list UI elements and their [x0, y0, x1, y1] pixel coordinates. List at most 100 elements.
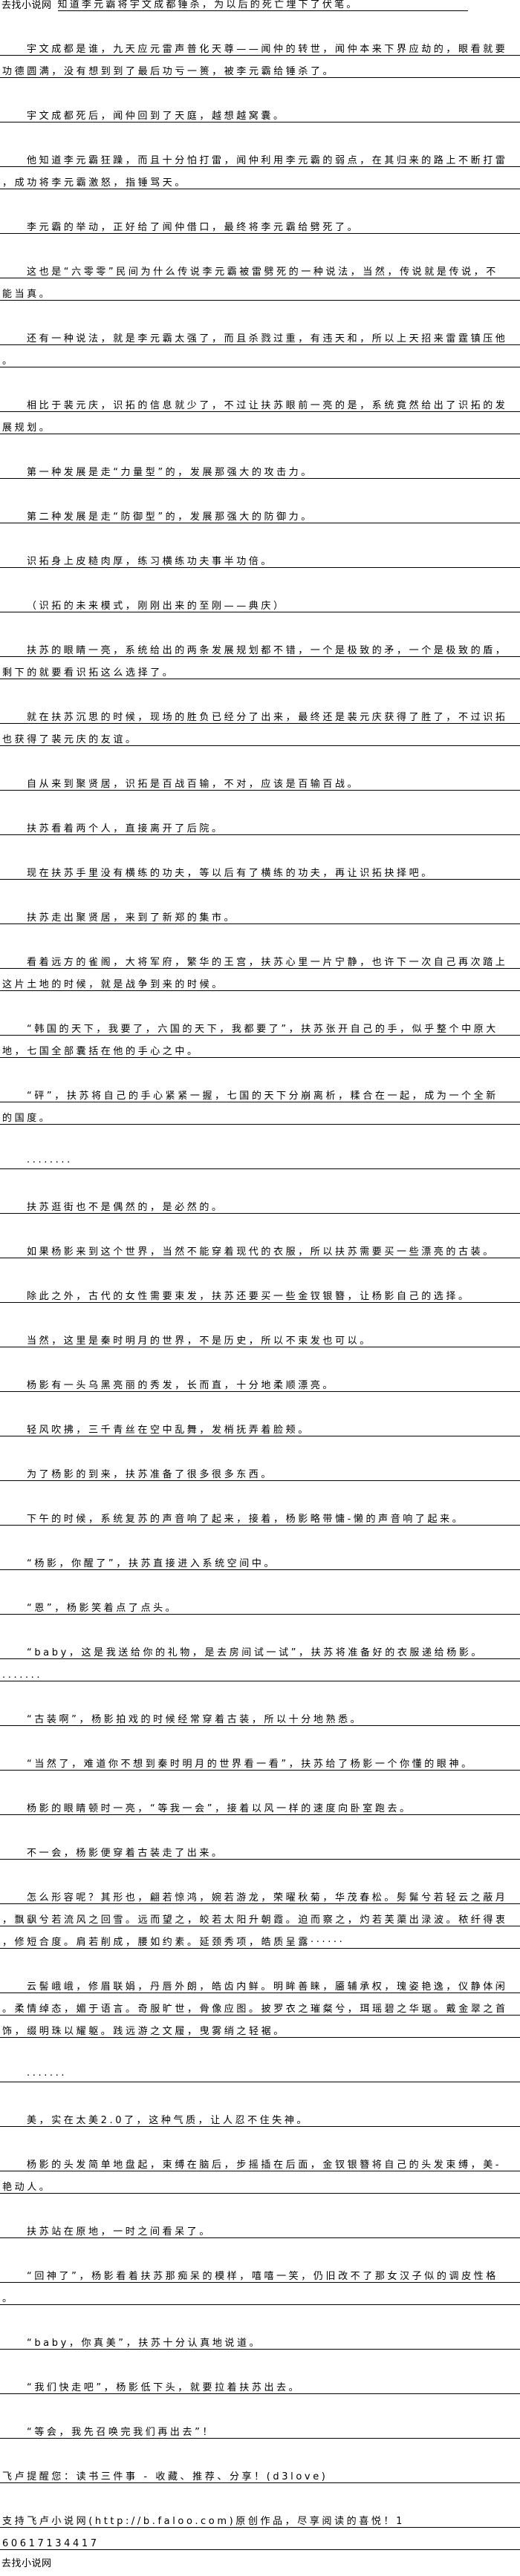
text-line: 识拓身上皮糙肉厚，练习横练功夫事半功倍。	[0, 546, 520, 568]
text-line: 支持飞卢小说网(http://b.faloo.com)原创作品，尽享阅读的喜悦！…	[0, 2505, 520, 2528]
text-line: 这片土地的时候，就是战争到来的时候。	[0, 969, 520, 991]
paragraph: 宇文成都是谁，九天应元雷声普化天尊——闻仲的转世，闻仲本来下界应劫的，眼看就要功…	[0, 33, 520, 78]
paragraph: “古装啊”，杨影拍戏的时候经常穿着古装，所以十分地熟悉。	[0, 1704, 520, 1726]
paragraph: 扶苏走出聚贤居，来到了新郑的集市。	[0, 902, 520, 924]
paragraph: 美，实在太美2.0了，这种气质，让人忍不住失神。	[0, 2105, 520, 2127]
paragraph: 如果杨影来到这个世界，当然不能穿着现代的衣服，所以扶苏需要买一些漂亮的古装。	[0, 1236, 520, 1258]
text-line: 扶苏看着两个人，直接离开了后院。	[0, 813, 520, 835]
text-line: ，飘飖兮若流风之回雪。远而望之，皎若太阳升朝霞。迫而察之，灼若芙蕖出渌波。秾纤得…	[0, 1904, 520, 1926]
paragraph: ········	[0, 1147, 520, 1169]
paragraph: 他知道李元霸狂躁，而且十分怕打雷，闻仲利用李元霸的弱点，在其归来的路上不断打雷，…	[0, 145, 520, 189]
paragraph: 第二种发展是走“防御型”的，发展那强大的防御力。	[0, 501, 520, 523]
text-line: 60617134417	[0, 2528, 520, 2550]
text-line: 当然，这里是秦时明月的世界，不是历史，所以不束发也可以。	[0, 1325, 520, 1347]
paragraph: 扶苏的眼睛一亮，系统给出的两条发展规划都不错，一个是极致的矛，一个是极致的盾，剩…	[0, 635, 520, 679]
text-line: “我们快走吧”，杨影低下头，就要拉着扶苏出去。	[0, 2372, 520, 2394]
paragraph: 就在扶苏沉思的时候，现场的胜负已经分了出来，最终还是裴元庆获得了胜了，不过识拓也…	[0, 702, 520, 746]
text-line: ，成功将李元霸激怒，指锤骂天。	[0, 167, 520, 189]
text-line: 下午的时候，系统复苏的声音响了起来，接着，杨影略带慵-懒的声音响了起来。	[0, 1503, 520, 1526]
paragraph: “韩国的天下，我要了，六国的天下，我都要了”，扶苏张开自己的手，似乎整个中原大地…	[0, 1013, 520, 1058]
text-line: 宇文成都死后，闻仲回到了天庭，越想越窝囊。	[0, 100, 520, 122]
paragraph: 李元霸的举动，正好给了闻仲借口，最终将李元霸给劈死了。	[0, 212, 520, 234]
text-line: 。	[0, 2283, 520, 2305]
text-line: “等会，我先召唤完我们再出去”！	[0, 2416, 520, 2439]
text-line: 美，实在太美2.0了，这种气质，让人忍不住失神。	[0, 2105, 520, 2127]
text-line: 。柔情绰态，媚于语言。奇服旷世，骨像应图。披罗衣之璀粲兮，珥瑶碧之华琚。戴金翠之…	[0, 1993, 520, 2016]
text-line: 云髻峨峨，修眉联娟，丹唇外朗，皓齿内鲜。明眸善睐，靥辅承权，瑰姿艳逸，仪静体闲	[0, 1971, 520, 1993]
text-line: 宇文成都是谁，九天应元雷声普化天尊——闻仲的转世，闻仲本来下界应劫的，眼看就要	[0, 33, 520, 56]
text-line: “杨影，你醒了”，扶苏直接进入系统空间中。	[0, 1548, 520, 1570]
text-line: 他知道李元霸狂躁，而且十分怕打雷，闻仲利用李元霸的弱点，在其归来的路上不断打雷	[0, 145, 520, 167]
text-line: 为了杨影的到来，扶苏准备了很多很多东西。	[0, 1459, 520, 1481]
paragraph: “等会，我先召唤完我们再出去”！	[0, 2416, 520, 2439]
paragraph: ·······	[0, 2060, 520, 2082]
text-line: 杨影的眼睛顿时一亮，“等我一会”，接着以风一样的速度向卧室跑去。	[0, 1793, 520, 1815]
text-line: 扶苏走出聚贤居，来到了新郑的集市。	[0, 902, 520, 924]
text-line: “baby，你真美”，扶苏十分认真地说道。	[0, 2327, 520, 2350]
text-line: 能当真。	[0, 278, 520, 301]
text-line: 除此之外，古代的女性需要束发，扶苏还要买一些金钗银簪，让杨影自己的选择。	[0, 1281, 520, 1303]
paragraph: 不一会，杨影便穿着古装走了出来。	[0, 1837, 520, 1860]
text-line: 相比于裴元庆，识拓的信息就少了，不过让扶苏眼前一亮的是，系统竟然给出了识拓的发	[0, 390, 520, 412]
chapter-cut-line: 知道李元霸将宇文成都锤杀，为以后的死亡埋下了伏笔。	[57, 0, 468, 11]
text-line: 扶苏站在原地，一时之间看呆了。	[0, 2216, 520, 2238]
paragraph: 除此之外，古代的女性需要束发，扶苏还要买一些金钗银簪，让杨影自己的选择。	[0, 1281, 520, 1303]
paragraph: “杨影，你醒了”，扶苏直接进入系统空间中。	[0, 1548, 520, 1570]
text-line: 扶苏的眼睛一亮，系统给出的两条发展规划都不错，一个是极致的矛，一个是极致的盾，	[0, 635, 520, 657]
text-line: 杨影的头发简单地盘起，束缚在脑后，步摇插在后面，金钗银簪将自己的头发束缚，美-	[0, 2149, 520, 2171]
paragraph: 宇文成都死后，闻仲回到了天庭，越想越窝囊。	[0, 100, 520, 122]
text-line: 这也是“六零零”民间为什么传说李元霸被雷劈死的一种说法，当然，传说就是传说，不	[0, 256, 520, 278]
text-line: 杨影有一头乌黑亮丽的秀发，长而直，十分地柔顺漂亮。	[0, 1370, 520, 1392]
text-line: 第二种发展是走“防御型”的，发展那强大的防御力。	[0, 501, 520, 523]
page-header: 去找小说网 知道李元霸将宇文成都锤杀，为以后的死亡埋下了伏笔。	[1, 0, 468, 11]
text-line: 怎么形容呢？其形也，翩若惊鸿，婉若游龙，荣曜秋菊，华茂春松。髣髴兮若轻云之蔽月	[0, 1882, 520, 1904]
text-line: “古装啊”，杨影拍戏的时候经常穿着古装，所以十分地熟悉。	[0, 1704, 520, 1726]
text-line: “恩”，杨影笑着点了点头。	[0, 1592, 520, 1615]
text-line: 饰，缀明珠以耀躯。践远游之文履，曳雾绡之轻裾。	[0, 2016, 520, 2038]
text-line: 的国度。	[0, 1102, 520, 1125]
paragraph: 杨影有一头乌黑亮丽的秀发，长而直，十分地柔顺漂亮。	[0, 1370, 520, 1392]
paragraph: 看着远方的雀阁，大将军府，繁华的王宫，扶苏心里一片宁静，也许下一次自己再次踏上这…	[0, 947, 520, 991]
text-line: “当然了，难道你不想到秦时明月的世界看一看”，扶苏给了杨影一个你懂的眼神。	[0, 1748, 520, 1771]
paragraph: 自从来到聚贤居，识拓是百战百输，不对，应该是百输百战。	[0, 768, 520, 791]
paragraph: 识拓身上皮糙肉厚，练习横练功夫事半功倍。	[0, 546, 520, 568]
paragraph: 怎么形容呢？其形也，翩若惊鸿，婉若游龙，荣曜秋菊，华茂春松。髣髴兮若轻云之蔽月，…	[0, 1882, 520, 1949]
text-line: .......	[0, 1659, 520, 1681]
paragraph: 当然，这里是秦时明月的世界，不是历史，所以不束发也可以。	[0, 1325, 520, 1347]
text-line: 轻风吹拂，三千青丝在空中乱舞，发梢抚弄着脸颊。	[0, 1414, 520, 1436]
text-line: ·······	[0, 2060, 520, 2082]
text-line: 也获得了裴元庆的友谊。	[0, 724, 520, 746]
paragraph: “我们快走吧”，杨影低下头，就要拉着扶苏出去。	[0, 2372, 520, 2394]
text-line: 如果杨影来到这个世界，当然不能穿着现代的衣服，所以扶苏需要买一些漂亮的古装。	[0, 1236, 520, 1258]
paragraph: 飞卢提醒您：读书三件事 - 收藏、推荐、分享！(d3love)	[0, 2461, 520, 2483]
text-line: ········	[0, 1147, 520, 1169]
text-line: 艳动人。	[0, 2171, 520, 2194]
paragraph: 还有一种说法，就是李元霸太强了，而且杀戮过重，有违天和，所以上天招来雷霆镇压他。	[0, 323, 520, 367]
text-line: （识拓的未来模式，刚刚出来的至刚——典庆）	[0, 590, 520, 612]
paragraph: 这也是“六零零”民间为什么传说李元霸被雷劈死的一种说法，当然，传说就是传说，不能…	[0, 256, 520, 301]
text-line: 功德圆满，没有想到到了最后功亏一篑，被李元霸给锤杀了。	[0, 56, 520, 78]
paragraph: 第一种发展是走“力量型”的，发展那强大的攻击力。	[0, 457, 520, 479]
paragraph: 扶苏看着两个人，直接离开了后院。	[0, 813, 520, 835]
text-line: 飞卢提醒您：读书三件事 - 收藏、推荐、分享！(d3love)	[0, 2461, 520, 2483]
text-line: 看着远方的雀阁，大将军府，繁华的王宫，扶苏心里一片宁静，也许下一次自己再次踏上	[0, 947, 520, 969]
text-line: “韩国的天下，我要了，六国的天下，我都要了”，扶苏张开自己的手，似乎整个中原大	[0, 1013, 520, 1036]
paragraph: 轻风吹拂，三千青丝在空中乱舞，发梢抚弄着脸颊。	[0, 1414, 520, 1436]
text-line: 扶苏逛街也不是偶然的，是必然的。	[0, 1191, 520, 1214]
text-line: 。	[0, 345, 520, 367]
paragraph: 扶苏逛街也不是偶然的，是必然的。	[0, 1191, 520, 1214]
paragraph: “当然了，难道你不想到秦时明月的世界看一看”，扶苏给了杨影一个你懂的眼神。	[0, 1748, 520, 1771]
site-name[interactable]: 去找小说网	[1, 0, 52, 11]
paragraph: （识拓的未来模式，刚刚出来的至刚——典庆）	[0, 590, 520, 612]
paragraph: 扶苏站在原地，一时之间看呆了。	[0, 2216, 520, 2238]
paragraph: “回神了”，杨影看着扶苏那痴呆的模样，嘻嘻一笑，仍旧改不了那女汉子似的调皮性格。	[0, 2260, 520, 2305]
paragraph: “baby，这是我送给你的礼物，是去房间试一试”，扶苏将准备好的衣服递给杨影。.…	[0, 1637, 520, 1681]
paragraph: 云髻峨峨，修眉联娟，丹唇外朗，皓齿内鲜。明眸善睐，靥辅承权，瑰姿艳逸，仪静体闲。…	[0, 1971, 520, 2038]
text-line: 不一会，杨影便穿着古装走了出来。	[0, 1837, 520, 1860]
paragraph: 杨影的眼睛顿时一亮，“等我一会”，接着以风一样的速度向卧室跑去。	[0, 1793, 520, 1815]
text-line: “baby，这是我送给你的礼物，是去房间试一试”，扶苏将准备好的衣服递给杨影。	[0, 1637, 520, 1659]
text-line: ，修短合度。肩若削成，腰如约素。延颈秀项，皓质呈露······	[0, 1926, 520, 1949]
paragraph: 支持飞卢小说网(http://b.faloo.com)原创作品，尽享阅读的喜悦！…	[0, 2505, 520, 2550]
footer-site-name[interactable]: 去找小说网	[1, 2558, 52, 2569]
paragraph: “baby，你真美”，扶苏十分认真地说道。	[0, 2327, 520, 2350]
